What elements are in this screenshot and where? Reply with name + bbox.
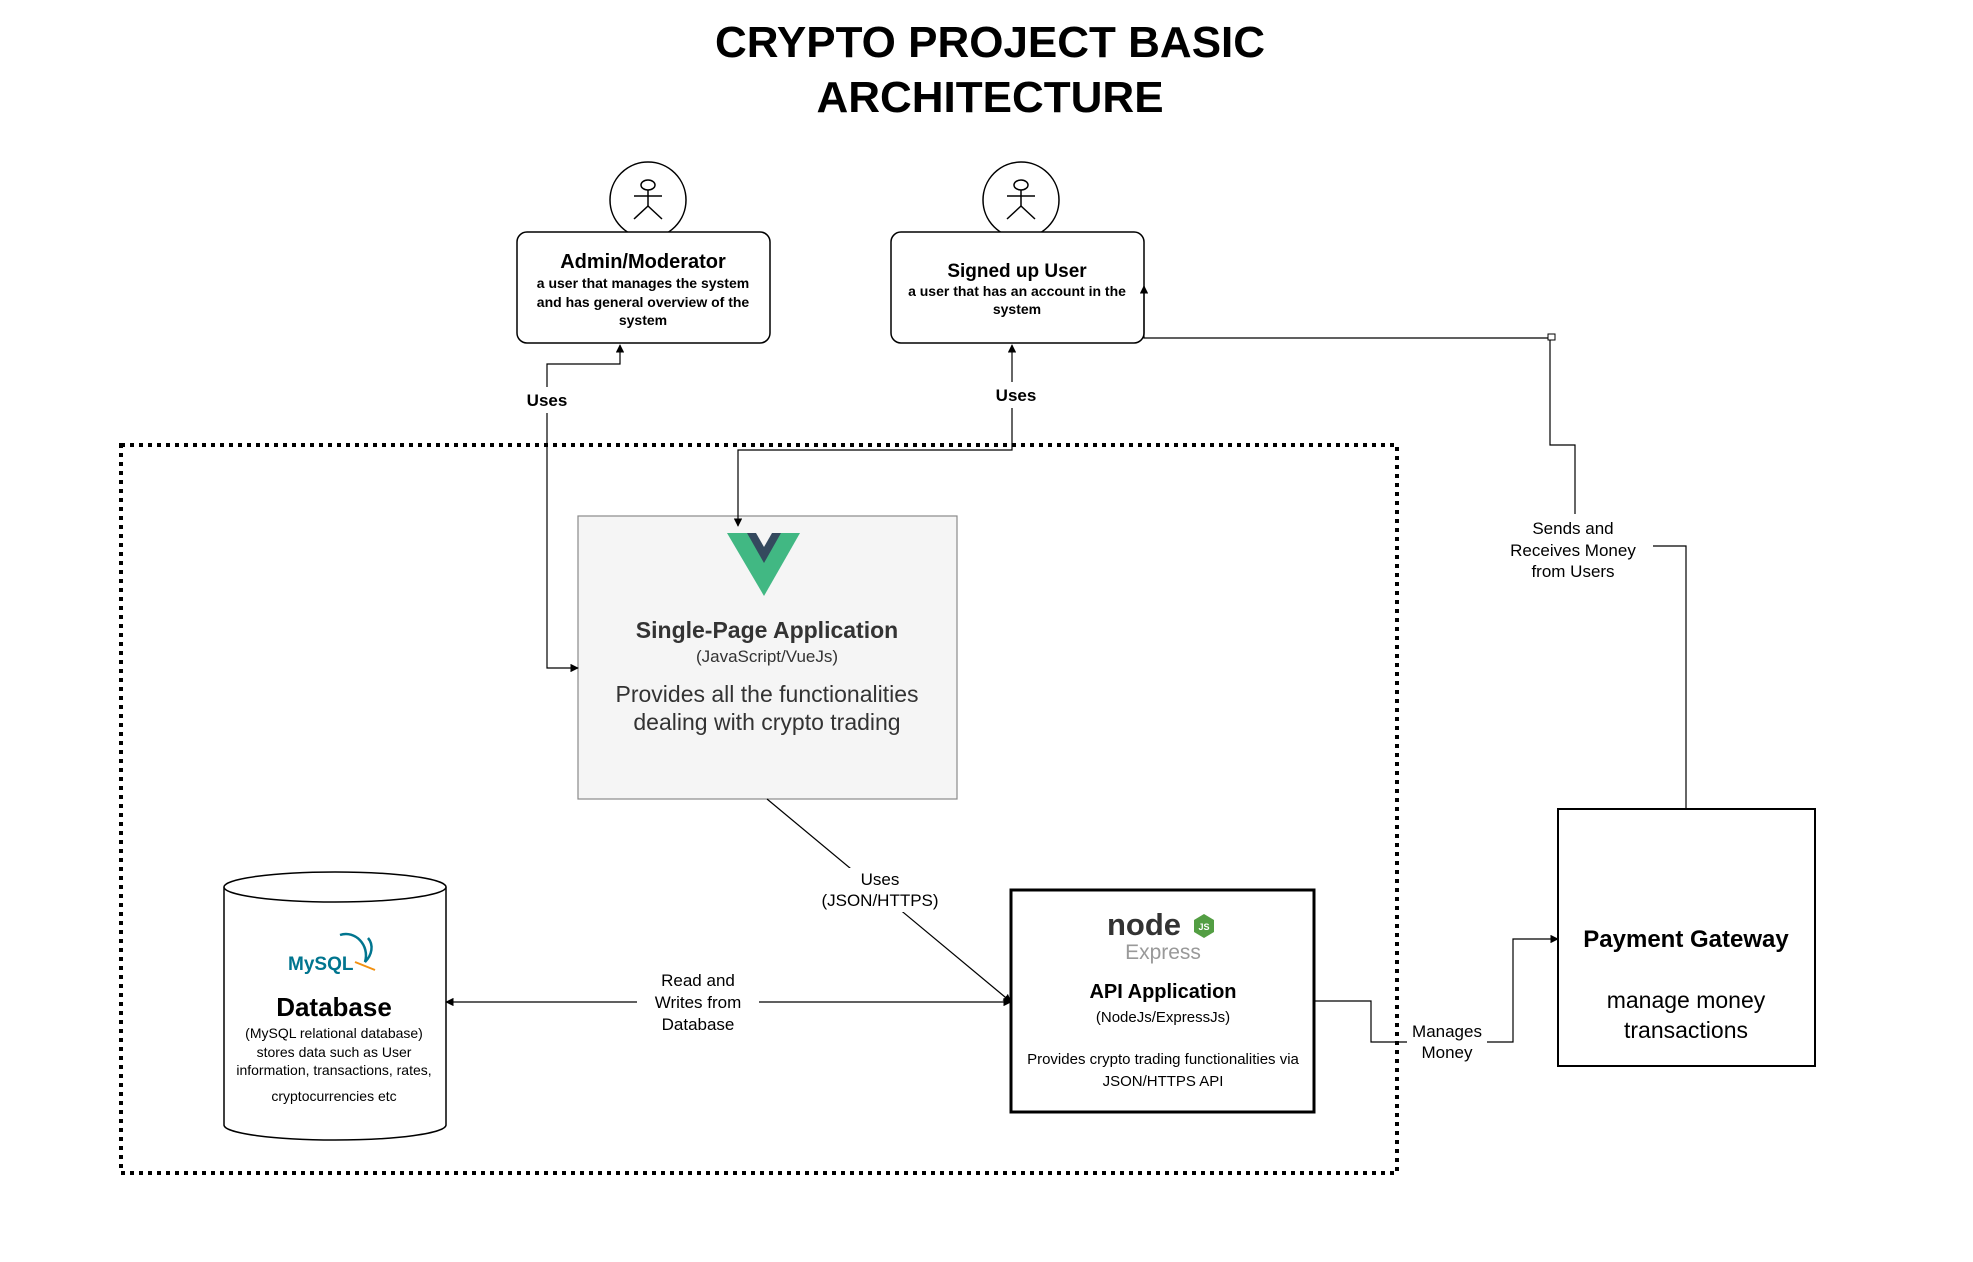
edge-label-pg-3: from Users	[1531, 562, 1614, 581]
spa-tech: (JavaScript/VueJs)	[696, 647, 838, 666]
database-cylinder-top	[223, 871, 447, 903]
edge-user-spa	[733, 344, 1017, 527]
user-desc-1: a user that has an account in the	[908, 283, 1126, 299]
database-name: Database	[276, 992, 392, 1022]
express-logo-icon: Express	[1125, 941, 1201, 964]
edge-label-user-uses: Uses	[996, 386, 1037, 405]
admin-actor[interactable]: Admin/Moderator a user that manages the …	[516, 161, 771, 344]
database-desc-3: information, transactions, rates,	[236, 1062, 431, 1078]
mysql-logo-icon: MySQL	[288, 932, 376, 975]
user-actor[interactable]: Signed up User a user that has an accoun…	[890, 161, 1145, 344]
edge-admin-spa	[546, 344, 625, 673]
database-desc-4: cryptocurrencies etc	[271, 1088, 396, 1104]
edge-label-bg	[815, 868, 945, 912]
edge-label-pg-2: Receives Money	[1510, 541, 1636, 560]
edge-label-admin-uses: Uses	[527, 391, 568, 410]
payment-gateway-name: Payment Gateway	[1583, 926, 1789, 953]
nodejs-logo-icon: node JS	[1107, 907, 1214, 942]
admin-desc-1: a user that manages the system	[537, 275, 749, 291]
user-name: Signed up User	[947, 261, 1087, 282]
database-desc-1: (MySQL relational database)	[245, 1025, 423, 1041]
diagram-title-line2: ARCHITECTURE	[816, 73, 1163, 122]
admin-desc-3: system	[619, 312, 667, 328]
spa-desc-2: dealing with crypto trading	[633, 709, 900, 735]
edge-payment-user	[1139, 285, 1687, 809]
edge-label-bg	[520, 387, 575, 413]
api-component[interactable]: node JS Express API Application (NodeJs/…	[1009, 888, 1316, 1114]
edge-label-db-3: Database	[662, 1015, 735, 1034]
vuejs-logo-icon	[727, 533, 800, 596]
edge-label-bg	[637, 968, 759, 1034]
database-component[interactable]: MySQL Database (MySQL relational databas…	[223, 871, 447, 1141]
payment-gateway-box	[1557, 808, 1816, 1067]
person-icon	[633, 179, 663, 220]
svg-text:node: node	[1107, 907, 1181, 942]
edge-label-money-2: Money	[1421, 1043, 1473, 1062]
admin-card	[516, 231, 771, 344]
database-cylinder	[223, 887, 447, 1141]
admin-desc-2: and has general overview of the	[537, 294, 750, 310]
edge-label-db-2: Writes from	[655, 993, 742, 1012]
spa-desc-1: Provides all the functionalities	[616, 681, 919, 707]
edge-label-db-1: Read and	[661, 971, 735, 990]
diagram-title-line1: CRYPTO PROJECT BASIC	[715, 18, 1265, 67]
system-boundary	[119, 443, 1399, 1175]
spa-name: Single-Page Application	[636, 617, 898, 643]
admin-name: Admin/Moderator	[560, 251, 726, 273]
spa-component[interactable]: Single-Page Application (JavaScript/VueJ…	[577, 515, 958, 800]
person-icon	[1006, 179, 1036, 220]
edge-label-spa-api-2: (JSON/HTTPS)	[821, 891, 938, 910]
svg-text:JS: JS	[1198, 922, 1209, 932]
user-desc-2: system	[993, 301, 1041, 317]
api-desc-1: Provides crypto trading functionalities …	[1027, 1051, 1299, 1068]
edge-label-bg	[1493, 514, 1653, 584]
payment-gateway-component[interactable]: Payment Gateway manage money transaction…	[1557, 808, 1816, 1067]
edge-label-money-1: Manages	[1412, 1022, 1482, 1041]
api-name: API Application	[1089, 981, 1236, 1003]
payment-gateway-desc-1: manage money	[1607, 987, 1766, 1013]
svg-text:MySQL: MySQL	[288, 954, 354, 975]
edge-label-bg	[988, 382, 1038, 408]
edge-label-spa-api-1: Uses	[861, 870, 900, 889]
edge-label-bg	[1407, 1018, 1487, 1064]
payment-gateway-desc-2: transactions	[1624, 1017, 1748, 1043]
api-desc-2: JSON/HTTPS API	[1103, 1073, 1224, 1090]
edge-waypoint-handle	[1547, 333, 1556, 341]
database-desc-2: stores data such as User	[257, 1044, 412, 1060]
edge-label-pg-1: Sends and	[1532, 519, 1613, 538]
api-box	[1009, 888, 1316, 1114]
api-tech: (NodeJs/ExpressJs)	[1096, 1009, 1230, 1026]
